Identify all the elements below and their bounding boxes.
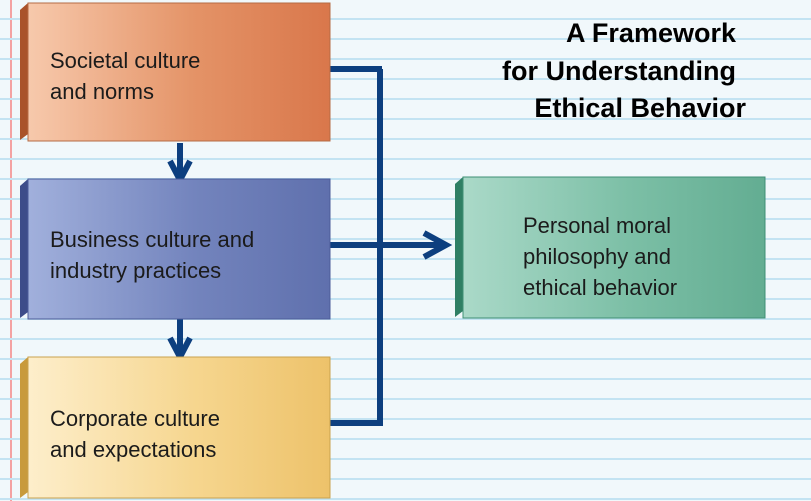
svg-text:Corporate culture: Corporate culture [50,406,220,431]
svg-text:ethical behavior: ethical behavior [523,275,677,300]
svg-text:Personal moral: Personal moral [523,213,671,238]
svg-text:Business culture and: Business culture and [50,227,254,252]
box-societal-side [20,3,28,140]
box-corporate-face [27,356,331,499]
business-line-2: industry practices [50,258,221,283]
box-business-side [20,179,28,318]
svg-text:industry practices: industry practices [50,258,221,283]
arrowhead-to-personal [422,230,453,260]
title-line-3: Ethical Behavior [534,93,746,123]
corporate-line-2: and expectations [50,437,216,462]
title-line-2: for Understanding [502,56,736,86]
business-line-1: Business culture and [50,227,254,252]
societal-line-1: Societal culture [50,48,200,73]
box-societal-face [27,2,331,142]
svg-text:and norms: and norms [50,79,154,104]
corporate-line-1: Corporate culture [50,406,220,431]
title-line-1: A Framework [566,18,737,48]
svg-text:Societal culture: Societal culture [50,48,200,73]
box-personal-side [455,177,463,317]
svg-text:philosophy and: philosophy and [523,244,671,269]
diagram-title: A Framework for Understanding Ethical Be… [502,18,746,123]
personal-line-2: philosophy and [523,244,671,269]
box-business-face [27,178,331,320]
box-societal-culture: Societal culture and norms [20,2,331,142]
svg-text:and expectations: and expectations [50,437,216,462]
personal-line-3: ethical behavior [523,275,677,300]
box-corporate-side [20,357,28,498]
box-personal-face [462,176,766,319]
box-personal-philosophy: Personal moral philosophy and ethical be… [455,176,766,319]
box-corporate-culture: Corporate culture and expectations [20,356,331,499]
box-business-culture: Business culture and industry practices [20,178,331,320]
societal-line-2: and norms [50,79,154,104]
personal-line-1: Personal moral [523,213,671,238]
